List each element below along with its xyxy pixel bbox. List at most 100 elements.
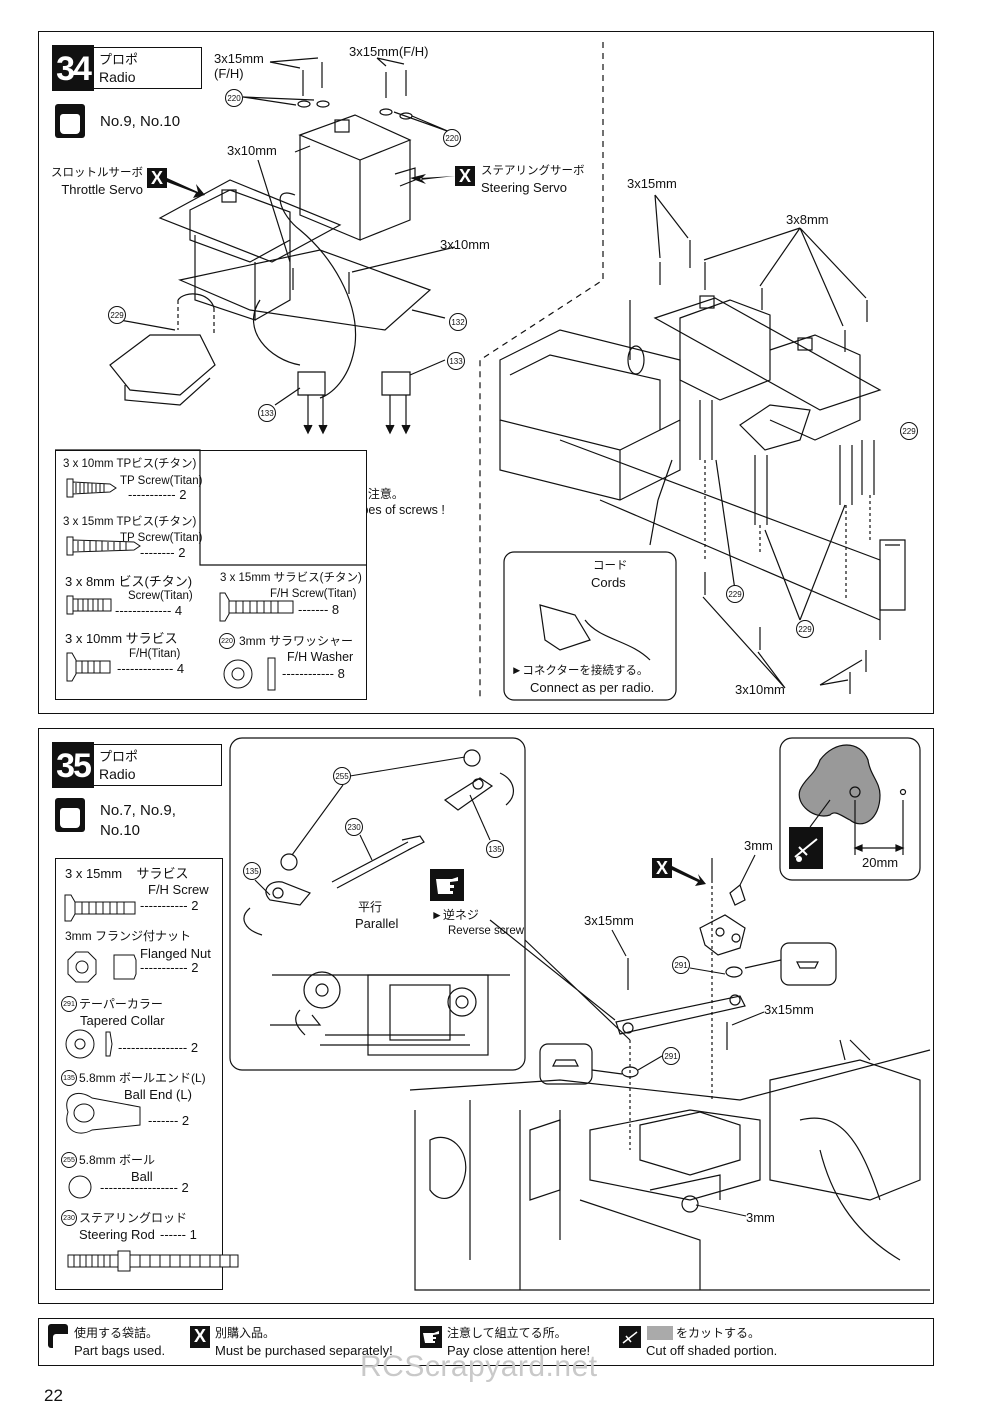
bag-icon <box>55 104 85 138</box>
parts34-0-qty: ----------- 2 <box>128 487 187 502</box>
step-34-bags: No.9, No.10 <box>100 113 181 130</box>
parts34-2-qty: ------------- 4 <box>115 603 183 618</box>
parts35-2-qty: ---------------- 2 <box>118 1040 199 1055</box>
part-ref-133: 133 <box>447 352 465 370</box>
cut-icon <box>619 1326 641 1348</box>
parts34-4-en: F/H Screw(Titan) <box>270 588 357 600</box>
parts35-3-ref: 135 <box>61 1070 77 1086</box>
label-3x15-a: 3x15mm <box>584 913 634 928</box>
parts34-0-en: TP Screw(Titan) <box>120 475 203 487</box>
purchase-separately-icon: X <box>147 168 167 188</box>
label-r-3x8: 3x8mm <box>786 212 829 227</box>
legend-bar <box>38 1318 934 1366</box>
parts34-2-en: Screw(Titan) <box>128 590 193 602</box>
legend-hand-en: Pay close attention here! <box>447 1343 591 1358</box>
step-34-panel <box>38 31 934 714</box>
parts34-0-jp: 3 x 10mm TPビス(チタン) <box>63 458 197 470</box>
parts35-2-ref: 291 <box>61 996 77 1012</box>
part-ref-135-b: 135 <box>243 862 261 880</box>
bag-icon-legend <box>48 1324 73 1354</box>
part-ref-291: 291 <box>672 956 690 974</box>
parts35-3-jp: 5.8mm ボールエンド(L) <box>79 1071 206 1085</box>
parts35-4-en: Ball <box>131 1169 153 1184</box>
dimension-20mm: 20mm <box>862 855 899 870</box>
part-ref-229: 229 <box>108 306 126 324</box>
x-icon: X <box>190 1326 210 1348</box>
parts34-1-jp: 3 x 15mm TPビス(チタン) <box>63 516 197 528</box>
steering-servo-en: Steering Servo <box>481 180 567 195</box>
parts34-4-qty: ------- 8 <box>298 602 340 617</box>
step-35-panel <box>38 728 934 1304</box>
part-ref-291-b: 291 <box>662 1047 680 1065</box>
part-ref-135: 135 <box>486 840 504 858</box>
label-3x15-fh: 3x15mm (F/H) <box>214 51 264 81</box>
parts34-5-jp: 3mm サラワッシャー <box>239 634 354 648</box>
parts35-4-qty: ------------------ 2 <box>100 1180 189 1195</box>
label-3mm-nut: 3mm <box>744 838 773 853</box>
step-35-number: 35 <box>52 742 94 788</box>
parts35-2-jp: テーパーカラー <box>79 997 163 1011</box>
purchase-separately-icon-2: X <box>455 166 475 186</box>
part-ref-220-b: 220 <box>443 129 461 147</box>
parts35-5-ref: 230 <box>61 1210 77 1226</box>
part-ref-220: 220 <box>225 89 243 107</box>
pointing-hand-icon-35 <box>430 869 464 901</box>
reverse-screw-jp: ►逆ネジ <box>431 908 479 922</box>
parts35-0-en: F/H Screw <box>148 882 209 897</box>
legend-bag-jp: 使用する袋詰。 <box>74 1326 159 1340</box>
label-3mm-b: 3mm <box>746 1210 775 1225</box>
steering-servo-jp: ステアリングサーボ <box>481 165 585 177</box>
shaded-swatch <box>647 1326 673 1340</box>
legend-cut-jp: をカットする。 <box>676 1326 761 1340</box>
parts35-4-ref: 255 <box>61 1152 77 1168</box>
label-r-3x10: 3x10mm <box>735 682 785 697</box>
pointing-hand-icon-legend <box>420 1326 442 1348</box>
parts34-5-ref: 220 <box>219 633 235 649</box>
purchase-separately-icon-35: X <box>652 858 672 878</box>
parallel-jp: 平行 <box>358 900 383 914</box>
part-ref-229-r2: 229 <box>726 585 744 603</box>
parts34-4-jp: 3 x 15mm サラビス(チタン) <box>220 572 362 584</box>
label-3x15-fh-2: 3x15mm(F/H) <box>349 44 429 59</box>
cut-icon-35 <box>789 827 823 869</box>
parts35-5-qty: ------ 1 <box>160 1227 197 1242</box>
parts34-3-qty: ------------- 4 <box>117 661 185 676</box>
connect-label-en: Connect as per radio. <box>530 680 655 695</box>
parts35-1-qty: ----------- 2 <box>140 960 199 975</box>
parts34-5-en: F/H Washer <box>287 650 354 664</box>
parts35-5-en: Steering Rod <box>79 1227 155 1242</box>
step-34-number: 34 <box>52 45 94 91</box>
throttle-servo-jp: スロットルサーボ <box>51 167 143 179</box>
label-3x10-a: 3x10mm <box>227 143 277 158</box>
reverse-screw-en: Reverse screw <box>448 925 525 937</box>
parts34-5-qty: ------------ 8 <box>282 666 345 681</box>
label-r-3x15: 3x15mm <box>627 176 677 191</box>
legend-x-en: Must be purchased separately! <box>215 1343 393 1358</box>
parts35-0-qty: ----------- 2 <box>140 898 199 913</box>
legend-bag-en: Part bags used. <box>74 1343 166 1358</box>
legend-cut-en: Cut off shaded portion. <box>646 1343 778 1358</box>
parts34-3-jp: 3 x 10mm サラビス <box>65 631 178 646</box>
parts35-2-en: Tapered Collar <box>80 1013 165 1028</box>
parts34-1-qty: -------- 2 <box>140 545 186 560</box>
legend-hand-jp: 注意して組立てる所。 <box>447 1326 567 1340</box>
watermark: RCScrapyard.net <box>360 1350 598 1383</box>
part-ref-229-r1: 229 <box>900 422 918 440</box>
step-35-parts-list <box>55 858 223 1290</box>
cords-label-en: Cords <box>591 575 626 590</box>
step-35-title-en: Radio <box>99 766 136 782</box>
parts34-2-jp: 3 x 8mm ビス(チタン) <box>65 574 193 589</box>
parts35-0-jp: 3 x 15mm サラビス <box>65 866 189 881</box>
parts35-4-jp: 5.8mm ボール <box>79 1153 156 1167</box>
